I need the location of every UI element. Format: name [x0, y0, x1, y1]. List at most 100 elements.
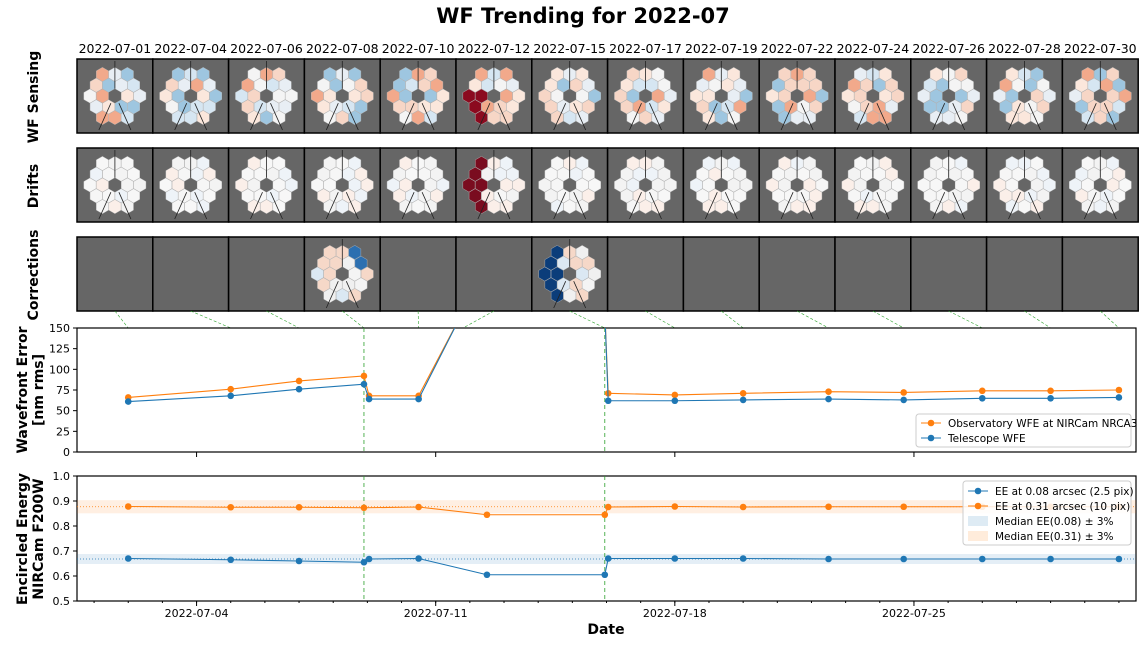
mirror-segment [235, 177, 248, 193]
mirror-segment [311, 88, 324, 104]
mirror-segment [335, 199, 349, 214]
mirror-segment [424, 177, 437, 193]
thumb-to-date-guide [569, 310, 605, 329]
mirror-segment [727, 156, 741, 171]
mirror-segment [196, 88, 210, 104]
mirror-segment [203, 166, 216, 182]
strut-line [325, 192, 339, 220]
mirror-segment [854, 156, 867, 171]
ee-data-point [360, 558, 368, 566]
ee-xtick-label: 2022-07-11 [404, 607, 468, 620]
mirror-segment [1024, 99, 1038, 115]
mirror-segment [121, 110, 134, 125]
ee-ytick-label: 0.7 [53, 545, 71, 558]
mirror-segment [929, 199, 943, 214]
thumb-background [379, 236, 457, 312]
mirror-segment [626, 88, 640, 104]
mirror-segment [879, 199, 892, 214]
mirror-segment [418, 99, 431, 115]
mirror-segment [348, 88, 362, 104]
mirror-segment [879, 67, 892, 82]
thumb-panel [985, 147, 1064, 223]
thumb-to-date-guide [1100, 310, 1120, 329]
thumb-date-label: 2022-07-10 [382, 41, 455, 56]
mirror-segment [557, 277, 570, 293]
thumb-background [606, 236, 685, 312]
mirror-segment [342, 99, 355, 115]
mirror-segment [582, 77, 595, 93]
mirror-segment [563, 110, 577, 125]
strut-line [421, 192, 435, 220]
mirror-segment [102, 188, 115, 204]
strut-line [649, 103, 662, 131]
mirror-segment [923, 99, 937, 115]
mirror-segment [582, 99, 595, 115]
mirror-center-hole [639, 177, 652, 193]
mirror-segment [879, 110, 892, 125]
mirror-segment [954, 199, 968, 214]
mirror-segment [354, 77, 368, 93]
mirror-segment [178, 99, 191, 115]
mirror-segment [323, 67, 337, 82]
thumb-to-date-guide [462, 310, 495, 329]
mirror-segment [1069, 177, 1082, 193]
mirror-segment [645, 99, 659, 115]
mirror-segment [784, 188, 798, 204]
mirror-segment [809, 77, 823, 93]
thumb-date-label: 2022-07-04 [154, 41, 227, 56]
mirror-segment [493, 188, 507, 204]
mirror-segment [393, 188, 406, 204]
mirror-segment [847, 77, 861, 93]
mirror-center-hole [487, 177, 501, 193]
wfe-ytick-label: 125 [49, 343, 70, 356]
mirror-segment [961, 166, 974, 182]
mirror-segment [165, 166, 179, 182]
mirror-segment [885, 188, 898, 204]
mirror-segment [203, 188, 216, 204]
mirror-segment [323, 199, 337, 214]
thumb-to-date-guide [114, 310, 129, 329]
wfe-data-point [739, 396, 747, 404]
wfe-ytick-label: 50 [56, 405, 70, 418]
mirror-segment [841, 88, 855, 104]
mirror-segment [1030, 88, 1044, 104]
mirror-segment [285, 88, 298, 104]
mirror-segment [575, 199, 589, 214]
mirror-segment [702, 156, 716, 171]
mirror-segment [1112, 99, 1126, 115]
strut-line [553, 192, 567, 220]
mirror-segment [626, 177, 640, 193]
mirror-center-hole [184, 177, 197, 193]
mirror-segment [961, 188, 974, 204]
thumb-panel [76, 236, 154, 312]
wfe-data-point [227, 385, 235, 393]
thumb-panel [152, 236, 230, 312]
mirror-segment [1036, 77, 1050, 93]
mirror-segment [335, 288, 349, 303]
thumb-panel [985, 236, 1064, 312]
mirror-center-hole [336, 88, 349, 104]
mirror-segment [733, 166, 747, 182]
mirror-segment [411, 110, 425, 125]
mirror-segment [1081, 199, 1095, 214]
thumb-date-label: 2022-07-01 [79, 41, 152, 56]
mirror-segment [954, 67, 968, 82]
mirror-center-hole [487, 88, 501, 104]
mirror-segment [96, 110, 109, 125]
mirror-segment [323, 177, 337, 193]
mirror-segment [1075, 188, 1088, 204]
thumb-panel [152, 147, 230, 223]
strut-line [345, 192, 359, 220]
ee-xtick-label: 2022-07-04 [165, 607, 229, 620]
ee-data-point [483, 511, 491, 519]
thumb-panel [834, 58, 912, 134]
mirror-segment [702, 177, 716, 193]
mirror-segment [923, 166, 937, 182]
mirror-center-hole [184, 88, 197, 104]
strut-line [1028, 103, 1041, 131]
mirror-segment [430, 99, 444, 115]
mirror-segment [809, 166, 823, 182]
strut-line [270, 103, 283, 131]
mirror-segment [790, 199, 804, 214]
mirror-center-hole [715, 88, 728, 104]
